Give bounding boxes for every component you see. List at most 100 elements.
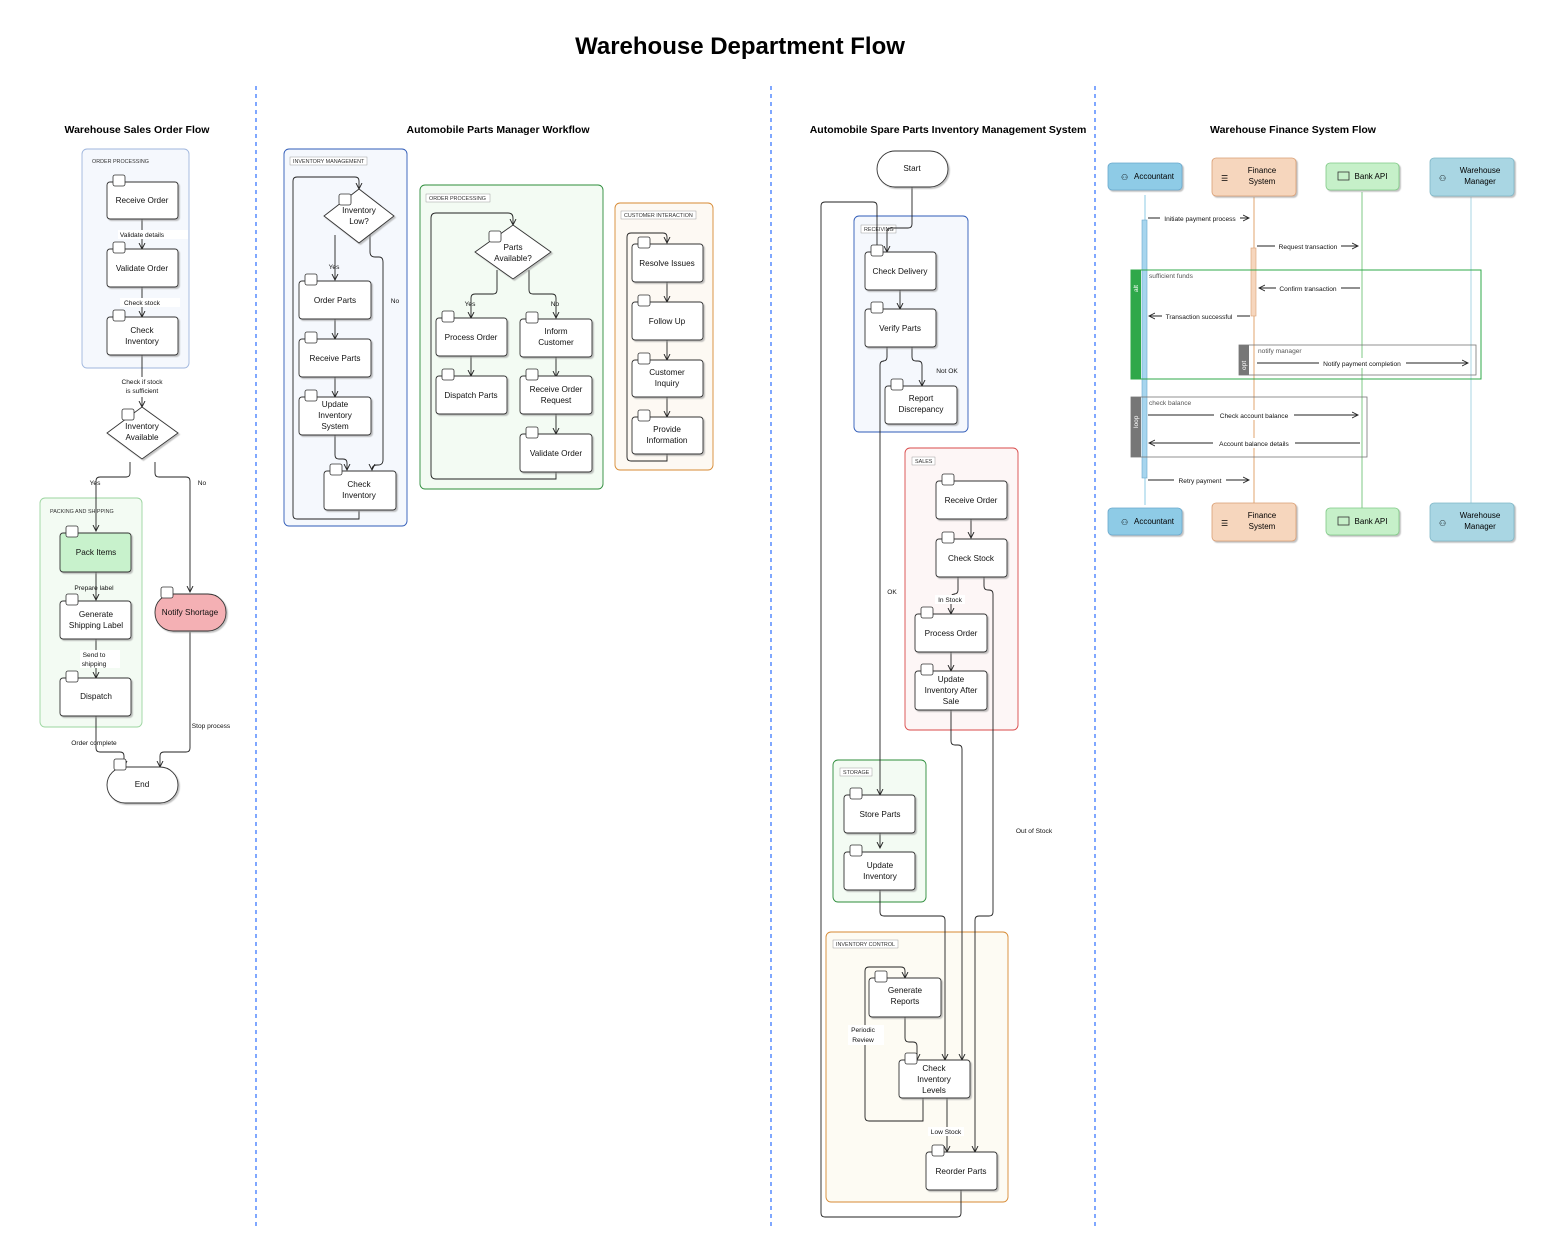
message-label: Initiate payment process — [1164, 216, 1236, 223]
sales-order-flow: Warehouse Sales Order Flow ORDER PROCESS… — [39, 124, 231, 804]
phone-outgoing-icon — [637, 294, 651, 307]
node-check-inventory-levels[interactable] — [898, 1059, 971, 1099]
section-title-sales: Warehouse Sales Order Flow — [65, 124, 211, 136]
message-label: Transaction successful — [1166, 314, 1233, 321]
node-end[interactable] — [106, 766, 179, 804]
node-receive-order[interactable] — [106, 181, 179, 220]
label-bg — [118, 230, 188, 239]
edge-label: is sufficient — [126, 388, 159, 395]
actor-label: Accountant — [1134, 517, 1175, 526]
package-icon — [849, 787, 863, 800]
actor-bank-api-bottom[interactable] — [1325, 507, 1400, 536]
envelope-icon — [112, 174, 126, 187]
node-customer-inquiry[interactable] — [631, 359, 704, 398]
node-update-inventory-system[interactable] — [298, 396, 372, 436]
node-label: Follow Up — [649, 317, 686, 326]
node-update-inventory-after-sale[interactable] — [914, 670, 988, 711]
node-process-order[interactable] — [435, 317, 508, 357]
edge-loop — [626, 232, 667, 462]
actor-finance-system-top[interactable] — [1211, 157, 1297, 197]
node-label: Request — [541, 396, 572, 405]
edge-label: Not OK — [936, 368, 958, 375]
message-label: Notify payment completion — [1323, 361, 1401, 368]
actor-label: Finance — [1248, 511, 1277, 520]
fragment-tag-label: alt — [1133, 285, 1140, 292]
node-notify-shortage[interactable] — [154, 593, 227, 632]
actor-accountant-bottom[interactable] — [1107, 507, 1183, 536]
node-validate-order[interactable] — [106, 248, 179, 288]
group-label: INVENTORY CONTROL — [836, 942, 895, 948]
edge — [887, 187, 913, 252]
database-icon — [304, 389, 318, 402]
cart-icon — [941, 473, 955, 486]
node-resolve-issues[interactable] — [631, 243, 704, 283]
node-label: Available — [125, 433, 159, 442]
node-dispatch-parts[interactable] — [435, 375, 508, 415]
edge-label: No — [391, 298, 400, 305]
node-reorder-parts[interactable] — [925, 1151, 998, 1191]
node-provide-information[interactable] — [631, 416, 704, 455]
fragment-loop-tag — [1131, 397, 1141, 457]
user-icon: ⚇ — [1121, 518, 1128, 527]
node-receive-order[interactable] — [935, 480, 1008, 520]
node-inform-customer[interactable] — [519, 318, 593, 358]
node-check-inventory[interactable] — [323, 470, 397, 511]
node-label: Inventory After — [925, 686, 978, 695]
node-verify-parts[interactable] — [864, 308, 937, 348]
node-label: Resolve Issues — [639, 259, 695, 268]
label-bg — [1174, 475, 1226, 485]
actor-warehouse-manager-top[interactable] — [1429, 157, 1515, 197]
label-bg — [935, 595, 965, 604]
label-bg — [1276, 283, 1341, 293]
label-bg — [1319, 358, 1406, 368]
node-label: Low? — [349, 217, 369, 226]
node-receive-parts[interactable] — [298, 338, 372, 378]
section-title-spare-parts: Automobile Spare Parts Inventory Managem… — [810, 124, 1087, 136]
node-generate-reports[interactable] — [868, 977, 942, 1018]
node-receive-order-request[interactable] — [519, 375, 593, 415]
edge-label: Send to — [83, 652, 106, 659]
node-dispatch[interactable] — [59, 677, 132, 717]
node-follow-up[interactable] — [631, 301, 704, 341]
group-tag — [839, 767, 873, 777]
node-start[interactable] — [876, 150, 949, 188]
list-icon — [904, 1052, 918, 1065]
node-update-inventory[interactable] — [843, 851, 916, 891]
check-circle-icon — [113, 758, 127, 771]
actor-warehouse-manager-bottom[interactable] — [1429, 502, 1515, 542]
thumbs-up-icon — [920, 606, 934, 619]
actor-accountant-top[interactable] — [1107, 162, 1183, 191]
node-pack-items[interactable] — [59, 532, 132, 573]
warning-icon — [160, 586, 174, 599]
node-label: Update — [322, 400, 349, 409]
label-bg — [1160, 213, 1240, 223]
phone-icon — [637, 352, 651, 365]
check-circle-icon — [112, 241, 126, 254]
edge — [154, 462, 190, 592]
node-validate-order[interactable] — [519, 433, 593, 473]
database-icon — [112, 309, 126, 322]
node-generate-shipping-label[interactable] — [59, 600, 132, 640]
node-order-parts[interactable] — [298, 280, 372, 320]
node-label: Process Order — [925, 629, 978, 638]
package-icon — [65, 525, 79, 538]
spare-parts-inventory-system: Automobile Spare Parts Inventory Managem… — [810, 124, 1087, 1218]
database-icon — [849, 844, 863, 857]
node-report-discrepancy[interactable] — [884, 385, 958, 425]
actor-label: System — [1249, 522, 1276, 531]
node-check-stock[interactable] — [935, 538, 1008, 578]
node-store-parts[interactable] — [843, 794, 916, 834]
edge-loop — [430, 212, 557, 480]
node-label: Validate Order — [116, 264, 168, 273]
node-check-inventory[interactable] — [106, 316, 179, 356]
node-label: Inventory — [342, 491, 377, 500]
edge-label: No — [198, 480, 207, 487]
label-bg — [1275, 241, 1341, 251]
message-label: Retry payment — [1179, 478, 1222, 485]
node-check-delivery[interactable] — [864, 251, 937, 291]
alert-circle-icon — [338, 193, 352, 206]
actor-bank-api-top[interactable] — [1325, 162, 1400, 191]
actor-finance-system-bottom[interactable] — [1211, 502, 1297, 542]
node-process-order[interactable] — [914, 613, 988, 653]
fragment-tag-label: loop — [1133, 415, 1140, 428]
